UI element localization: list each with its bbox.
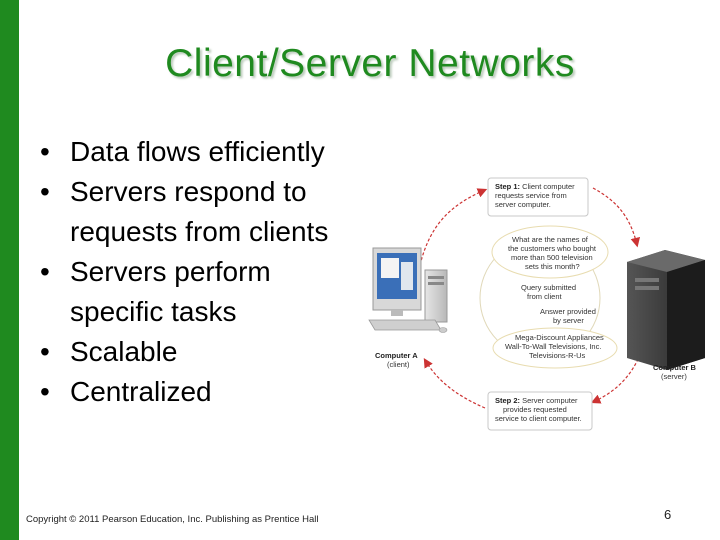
flow-arrow-top-right — [592, 187, 641, 248]
answer-bubble: Mega-Discount Appliances Wall-To-Wall Te… — [492, 327, 618, 369]
computer-b-sub: (server) — [661, 372, 687, 381]
query-line: What are the names of — [512, 235, 589, 244]
client-server-diagram: Step 1: Client computer requests service… — [368, 177, 705, 431]
answer-line: Wall-To-Wall Televisions, Inc. — [505, 342, 601, 351]
server-tower-icon — [627, 250, 705, 370]
bullet-line: requests from clients — [70, 216, 329, 247]
client-computer-icon — [368, 247, 448, 333]
answer-caption: Answer provided — [540, 307, 596, 316]
bullet-item: Data flows efficiently — [30, 132, 390, 172]
step2-label: Step 2: — [495, 396, 520, 405]
bullet-line: specific tasks — [70, 296, 237, 327]
step2-line: Server computer — [520, 396, 578, 405]
query-caption: from client — [527, 292, 563, 301]
flow-arrow-top-left — [419, 188, 488, 266]
answer-line: Televisions-R-Us — [529, 351, 586, 360]
flow-arrow-bottom-left — [423, 357, 486, 409]
step1-line: server computer. — [495, 200, 551, 209]
bullet-item: Servers respond to requests from clients — [30, 172, 390, 252]
computer-a-label: Computer A — [375, 351, 418, 360]
bullet-line: Servers perform — [70, 256, 271, 287]
step2-line: service to client computer. — [495, 414, 582, 423]
side-accent-bar — [0, 0, 19, 540]
flow-arrow-bottom-right — [590, 339, 646, 404]
query-line: sets this month? — [525, 262, 580, 271]
query-line: the customers who bought — [508, 244, 597, 253]
bullet-list: Data flows efficiently Servers respond t… — [30, 132, 390, 412]
step1-box: Step 1: Client computer requests service… — [487, 177, 589, 217]
step2-box: Step 2: Server computer provides request… — [487, 391, 593, 431]
bullet-item: Servers perform specific tasks — [30, 252, 390, 332]
bullet-item: Scalable — [30, 332, 390, 372]
query-caption: Query submitted — [521, 283, 576, 292]
bullet-line: Scalable — [70, 336, 178, 367]
query-bubble: What are the names of the customers who … — [491, 225, 609, 279]
step1-label: Step 1: — [495, 182, 520, 191]
answer-caption: by server — [553, 316, 584, 325]
page-number: 6 — [664, 507, 672, 522]
slide-title: Client/Server Networks — [165, 42, 575, 85]
bullet-line: Servers respond to — [70, 176, 307, 207]
computer-a-sub: (client) — [387, 360, 410, 369]
svg-text:Step 1: Client computer: Step 1: Client computer — [495, 182, 575, 191]
step2-line: provides requested — [503, 405, 567, 414]
query-line: more than 500 television — [511, 253, 593, 262]
computer-b-label: Computer B — [653, 363, 697, 372]
bullet-line: Data flows efficiently — [70, 136, 325, 167]
copyright-footer: Copyright © 2011 Pearson Education, Inc.… — [26, 514, 319, 525]
answer-line: Mega-Discount Appliances — [515, 333, 604, 342]
step1-line: requests service from — [495, 191, 567, 200]
bullet-item: Centralized — [30, 372, 390, 412]
bullet-line: Centralized — [70, 376, 212, 407]
svg-text:Step 2: Server computer: Step 2: Server computer — [495, 396, 578, 405]
step1-line: Client computer — [520, 182, 575, 191]
